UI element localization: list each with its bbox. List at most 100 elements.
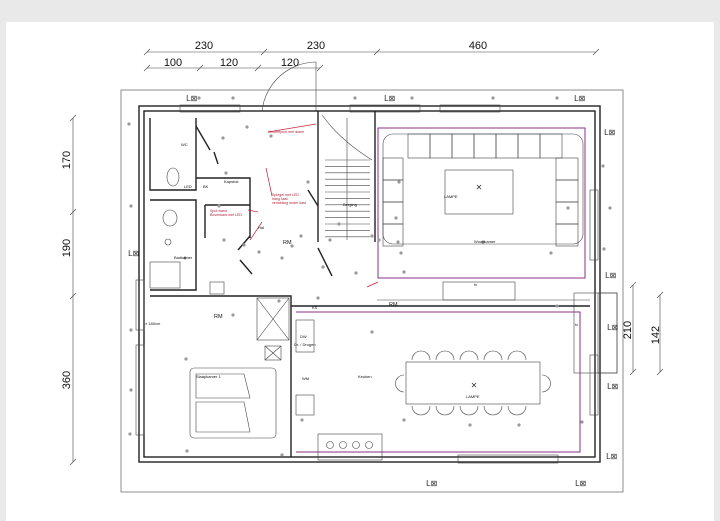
sofa-cushion-right: [555, 223, 579, 247]
wc-walls: [149, 118, 197, 191]
ceiling-light-dot: [231, 313, 235, 317]
dining-table: [405, 361, 541, 405]
kitchen-cabinet: [295, 319, 315, 353]
ceiling-light-dot: [280, 256, 284, 260]
socket-symbol: L⊠: [426, 479, 437, 488]
label-bed-size: ± 180cm: [145, 321, 161, 326]
ceiling-light-dot: [602, 247, 606, 251]
annotation-leader-mid: [265, 167, 273, 197]
label-wc: WC: [181, 142, 188, 147]
dim-tick-top-1: [592, 48, 600, 56]
double-bed: [189, 367, 277, 439]
dim-tick-left: [69, 292, 77, 300]
sofa-cushion-right: [555, 157, 579, 181]
tv-cabinet: [442, 281, 516, 301]
hob-burner: [352, 441, 360, 449]
note-led-2: Bovenkant met LED: [210, 213, 242, 217]
ceiling-light-dot: [245, 125, 249, 129]
ceiling-light-dot: [555, 304, 559, 308]
ceiling-light-dot: [306, 180, 310, 184]
hob-burner: [365, 441, 373, 449]
ceiling-light-dot: [269, 134, 273, 138]
ceiling-light-dot: [396, 240, 400, 244]
label-badkamer: Badkamer: [174, 255, 193, 260]
ceiling-light-dot: [394, 216, 398, 220]
label-hal: Hal: [258, 225, 264, 230]
dim-label-top-6: 120: [281, 57, 299, 69]
ceiling-light-dot: [402, 270, 406, 274]
ceiling-light-dot: [316, 296, 320, 300]
hob-burner: [339, 441, 347, 449]
ceiling-light-dot: [468, 423, 472, 427]
chair-left: [395, 374, 405, 393]
ceiling-light-dot: [370, 330, 374, 334]
window-right: [589, 189, 599, 261]
ceiling-light-dot: [517, 423, 521, 427]
ceiling-light-dot: [222, 238, 226, 242]
note-lamp-dining: LAMPE: [466, 394, 480, 399]
site-boundary: [120, 89, 624, 493]
dim-tick-top-1: [143, 48, 151, 56]
living-room-outline: [377, 127, 586, 279]
ceiling-light-dot: [491, 96, 495, 100]
dim-label-top-1: 230: [195, 40, 213, 52]
washbasin: [209, 281, 225, 295]
ceiling-light-dot: [290, 244, 294, 248]
dim-tick-right: [656, 368, 664, 376]
window: [179, 104, 241, 113]
ceiling-light-dot: [328, 238, 332, 242]
socket-symbol: L⊠: [607, 382, 618, 391]
ceiling-light-dot: [299, 234, 303, 238]
sink-bathroom: [164, 238, 172, 246]
sofa-cushion-top: [429, 133, 453, 159]
toilet-bathroom: [162, 209, 178, 227]
sofa-cushion-left: [382, 201, 404, 225]
ceiling-light-dot: [300, 418, 304, 422]
dim-tick-right: [629, 368, 637, 376]
dim-tick-top-2: [254, 64, 262, 72]
ceiling-light-dot: [555, 96, 559, 100]
ceiling-light-dot: [354, 271, 358, 275]
ceiling-light-dot: [127, 122, 131, 126]
sofa-cushion-top: [517, 133, 541, 159]
note-hang-kast: hang kast: [272, 197, 288, 201]
dim-label-top-5: 120: [220, 57, 238, 69]
chair-bottom: [507, 405, 527, 416]
chair-bottom: [411, 405, 431, 416]
sofa-outline: [382, 133, 584, 245]
kitchen-outline: [296, 311, 581, 453]
ceiling-light-dot: [128, 432, 132, 436]
label-keuken: Keuken: [358, 374, 372, 379]
ceiling-light-dot: [129, 328, 133, 332]
door-wc-2: [213, 151, 219, 165]
note-tv-living: tv: [474, 282, 477, 287]
ceiling-light-dot: [129, 204, 133, 208]
shaft-cross: [256, 297, 290, 341]
door-hall-2: [239, 259, 253, 275]
ceiling-light-dot: [183, 256, 187, 260]
door-hall-1: [237, 235, 251, 251]
dim-label-left-1: 170: [61, 151, 73, 169]
ceiling-light-dot: [549, 251, 553, 255]
dim-label-right-2: 142: [650, 326, 662, 344]
socket-symbol: L⊠: [605, 271, 616, 280]
window-right: [589, 354, 599, 416]
dim-tick-top-2: [196, 64, 204, 72]
bed-pillow-right: [195, 401, 251, 433]
ceiling-light-dot: [353, 96, 357, 100]
bay-window-inner: [597, 292, 618, 374]
ceiling-light-dot: [410, 96, 414, 100]
door-highlight: [249, 221, 263, 241]
dim-tick-right: [629, 281, 637, 289]
ceiling-light-dot: [257, 250, 261, 254]
ceiling-light-dot: [184, 357, 188, 361]
dim-tick-left: [69, 208, 77, 216]
note-spiegel: Spiegel met LED: [272, 193, 299, 197]
note-led: LED: [184, 184, 192, 189]
note-lamp-living: LAMPE: [444, 194, 458, 199]
dim-tick-right: [656, 291, 664, 299]
annotation-leader-spot: [247, 209, 259, 213]
chair-top: [459, 350, 479, 361]
dim-label-left-3: 360: [61, 371, 73, 389]
dim-tick-top-2: [143, 64, 151, 72]
